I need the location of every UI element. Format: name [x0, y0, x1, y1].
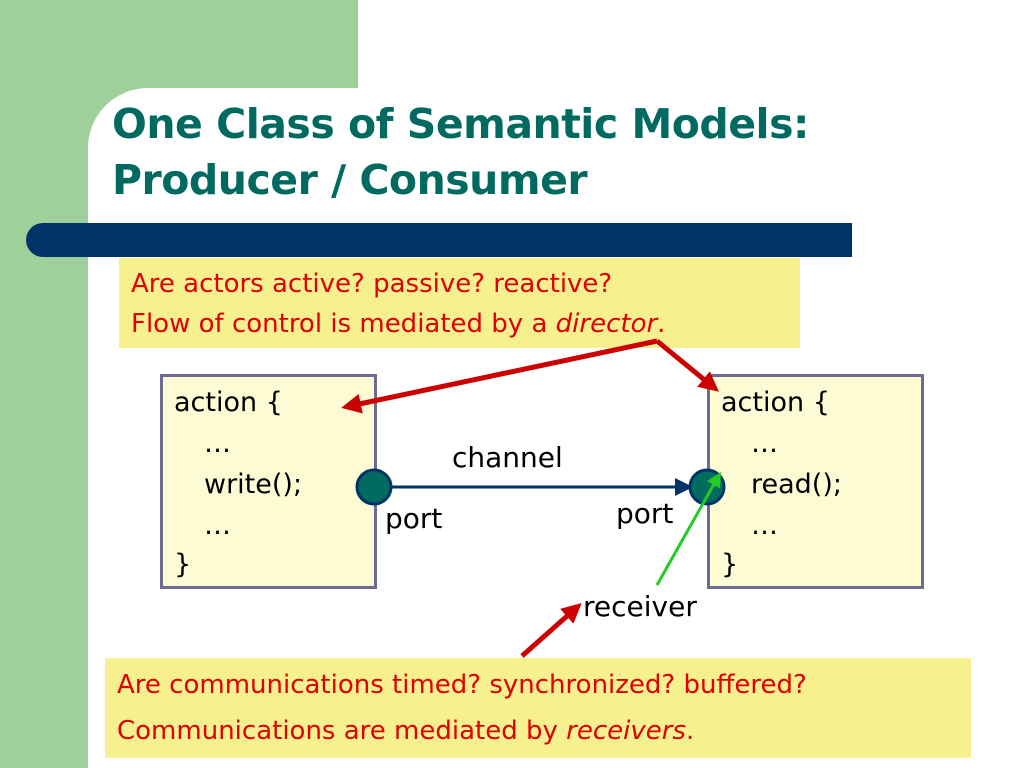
- director-note-text: Flow of control is mediated by a: [131, 309, 556, 339]
- director-note-line-1: Are actors active? passive? reactive?: [131, 269, 613, 299]
- director-arrow-to-producer: [341, 338, 658, 414]
- director-note-line-2: Flow of control is mediated by a directo…: [131, 304, 800, 344]
- receivers-note-period: .: [685, 716, 695, 746]
- slide-title: One Class of Semantic Models: Producer /…: [112, 96, 809, 208]
- receiver-pointer-arrow: [655, 471, 721, 586]
- consumer-code-line-4: …: [751, 510, 778, 541]
- consumer-code-line-2: …: [751, 428, 778, 459]
- producer-port: [355, 468, 393, 506]
- receivers-term: receivers: [566, 716, 686, 746]
- receivers-note: Are communications timed? synchronized? …: [105, 658, 971, 758]
- receivers-note-line-2: Communications are mediated by receivers…: [117, 708, 971, 754]
- consumer-code-line-3: read();: [751, 469, 842, 500]
- director-arrow-to-consumer: [655, 339, 719, 392]
- title-line-1: One Class of Semantic Models:: [112, 100, 809, 148]
- right-port-label: port: [616, 497, 674, 530]
- receivers-note-text: Communications are mediated by: [117, 716, 567, 746]
- producer-code-line-1: action {: [174, 387, 283, 418]
- director-note: Are actors active? passive? reactive? Fl…: [119, 258, 800, 348]
- receivers-note-line-1: Are communications timed? synchronized? …: [117, 670, 807, 700]
- producer-code-line-3: write();: [204, 469, 303, 500]
- producer-actor-box: action { … write(); … }: [160, 374, 377, 589]
- director-term: director: [555, 309, 658, 339]
- receiver-label: receiver: [583, 590, 697, 623]
- title-divider-bar: [26, 223, 852, 257]
- producer-code-line-4: …: [204, 510, 231, 541]
- left-port-label: port: [385, 502, 443, 535]
- receivers-note-arrow: [520, 603, 582, 658]
- consumer-code-line-5: }: [721, 549, 739, 580]
- producer-code-line-2: …: [204, 428, 231, 459]
- consumer-actor-box: action { … read(); … }: [707, 374, 924, 589]
- consumer-code-line-1: action {: [721, 387, 830, 418]
- title-line-2: Producer / Consumer: [112, 156, 588, 204]
- producer-code-line-5: }: [174, 549, 192, 580]
- channel-label: channel: [452, 441, 563, 474]
- director-note-period: .: [657, 309, 666, 339]
